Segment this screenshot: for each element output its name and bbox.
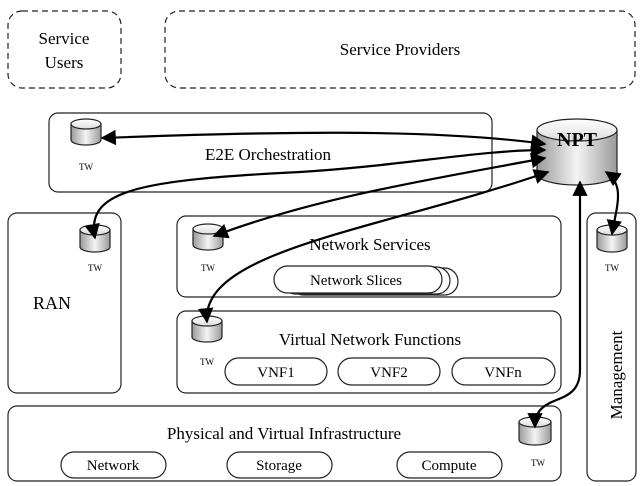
compute-pill (396, 451, 503, 479)
e2e-orchestration-label: E2E Orchestration (205, 145, 332, 164)
arrow-e2e-npt (100, 129, 547, 150)
service-users-label-line1: Service (39, 29, 90, 48)
compute-label: Compute (422, 458, 477, 474)
vnf2-pill (337, 357, 441, 386)
tw-e2e-label: TW (79, 162, 93, 172)
service-providers-box: Service Providers (164, 10, 636, 89)
vnf-label: Virtual Network Functions (279, 330, 461, 349)
ran-label: RAN (33, 293, 71, 313)
storage-label: Storage (256, 458, 302, 474)
infrastructure-box: Physical and Virtual Infrastructure Netw… (7, 405, 562, 482)
arrow-management-npt (604, 171, 622, 236)
vnf2-label: VNF2 (370, 365, 408, 381)
tw-vnf-label: TW (200, 357, 214, 367)
npt-cylinder-icon: NPT (536, 118, 618, 186)
vnf-box: Virtual Network Functions VNF1 VNF2 VNFn (176, 310, 562, 394)
network-slices-label: Network Slices (310, 273, 402, 289)
tw-network-services-label: TW (201, 263, 215, 273)
ran-box: RAN (7, 212, 122, 394)
network-pill (60, 451, 167, 479)
vnf1-pill (224, 357, 328, 386)
vnfn-label: VNFn (484, 365, 522, 381)
infrastructure-label: Physical and Virtual Infrastructure (167, 424, 401, 443)
tw-ran-label: TW (88, 263, 102, 273)
management-box: Management (586, 212, 637, 482)
service-users-box: Service Users (7, 10, 122, 89)
network-slices-stack: Network Slices (273, 265, 459, 296)
network-label: Network (87, 458, 140, 474)
management-label: Management (607, 330, 626, 419)
arrow-infrastructure-npt (527, 180, 588, 429)
npt-label: NPT (557, 129, 598, 151)
tw-management-label: TW (605, 263, 619, 273)
tw-infrastructure-label: TW (531, 458, 545, 468)
service-providers-label: Service Providers (340, 40, 460, 59)
vnf1-label: VNF1 (257, 365, 295, 381)
storage-pill (226, 451, 333, 479)
service-users-label-line2: Users (45, 53, 84, 72)
arrow-vnf-npt (198, 169, 550, 324)
